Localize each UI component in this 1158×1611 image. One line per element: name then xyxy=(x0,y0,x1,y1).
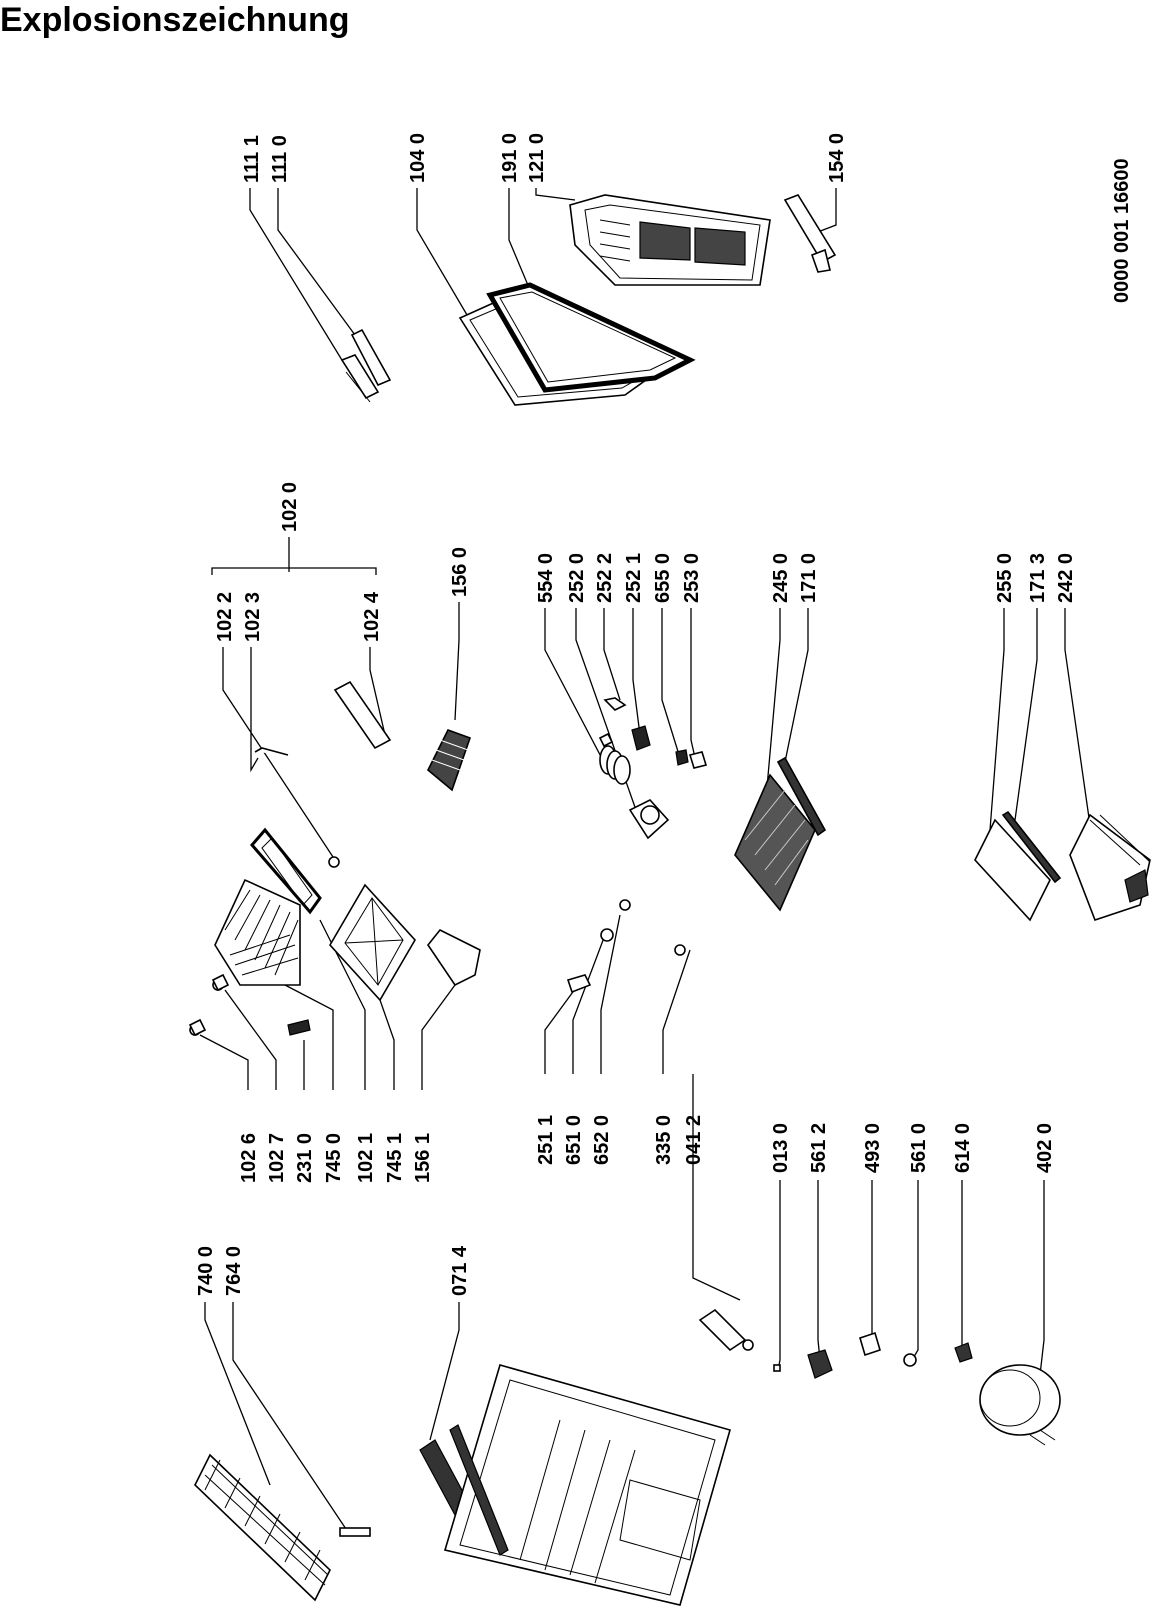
clip-154 xyxy=(783,194,837,273)
label-156-1: 156 1 xyxy=(412,1133,434,1183)
label-156-0: 156 0 xyxy=(449,547,471,597)
label-171-3: 171 3 xyxy=(1027,553,1049,603)
cabinet-body xyxy=(443,1364,731,1606)
label-554-0: 554 0 xyxy=(535,553,557,603)
compressor-402 xyxy=(979,1364,1061,1446)
page-title: Explosionszeichnung xyxy=(0,1,350,39)
knob-102-6 xyxy=(188,1018,207,1037)
label-242-0: 242 0 xyxy=(1055,553,1077,603)
part-253-0 xyxy=(688,751,708,769)
part-252-2 xyxy=(603,697,627,711)
evaporator-745 xyxy=(214,878,301,986)
label-102-2: 102 2 xyxy=(214,592,236,642)
label-071-4: 071 4 xyxy=(449,1245,471,1296)
part-013-0 xyxy=(773,1364,781,1372)
part-614-0 xyxy=(954,1342,973,1363)
label-255-0: 255 0 xyxy=(994,553,1016,603)
ice-tray-156 xyxy=(427,729,472,792)
document-number: 0000 001 16600 xyxy=(1111,158,1133,303)
label-013-0: 013 0 xyxy=(770,1123,792,1173)
label-655-0: 655 0 xyxy=(652,553,674,603)
label-493-0: 493 0 xyxy=(862,1123,884,1173)
label-740-0: 740 0 xyxy=(195,1246,217,1296)
label-102-6: 102 6 xyxy=(238,1133,260,1183)
label-402-0: 402 0 xyxy=(1034,1123,1056,1173)
label-651-0: 651 0 xyxy=(563,1115,585,1165)
label-102-3: 102 3 xyxy=(242,592,264,642)
frame-102-1 xyxy=(250,827,322,915)
part-labels: 111 1 111 0 104 0 191 0 121 0 154 0 0000… xyxy=(195,133,1133,1296)
part-231-0 xyxy=(287,1019,311,1036)
tray-121 xyxy=(569,194,771,286)
part-251-1 xyxy=(566,974,592,994)
part-102-3 xyxy=(254,747,289,756)
label-614-0: 614 0 xyxy=(952,1123,974,1173)
part-335-0 xyxy=(674,944,686,956)
gasket-191 xyxy=(486,282,696,393)
part-655-0 xyxy=(675,749,689,766)
crisper-242 xyxy=(1069,813,1151,922)
part-252-1 xyxy=(631,725,651,751)
handle-111 xyxy=(340,328,392,403)
condenser-740 xyxy=(194,1453,331,1602)
label-111-1: 111 1 xyxy=(241,135,263,183)
part-102-4 xyxy=(333,680,392,750)
knob-102-7 xyxy=(211,973,230,992)
label-561-2: 561 2 xyxy=(808,1123,830,1173)
label-253-0: 253 0 xyxy=(681,553,703,603)
label-252-0: 252 0 xyxy=(566,553,588,603)
label-252-1: 252 1 xyxy=(623,553,645,603)
drip-tray-745-1 xyxy=(329,883,416,1002)
label-252-2: 252 2 xyxy=(594,553,616,603)
label-102-4: 102 4 xyxy=(361,591,383,642)
label-102-1: 102 1 xyxy=(355,1133,377,1183)
label-191-0: 191 0 xyxy=(499,133,521,183)
label-245-0: 245 0 xyxy=(770,553,792,603)
part-drawings xyxy=(188,194,1151,1606)
label-121-0: 121 0 xyxy=(526,133,548,183)
label-764-0: 764 0 xyxy=(223,1246,245,1296)
part-102-2 xyxy=(328,856,340,868)
label-104-0: 104 0 xyxy=(407,133,429,183)
label-111-0: 111 0 xyxy=(269,135,291,183)
spring-554 xyxy=(598,732,631,785)
label-652-0: 652 0 xyxy=(591,1115,613,1165)
label-745-1: 745 1 xyxy=(384,1133,406,1183)
label-745-0: 745 0 xyxy=(323,1133,345,1183)
label-561-0: 561 0 xyxy=(908,1123,930,1173)
strip-171 xyxy=(776,756,827,837)
label-171-0: 171 0 xyxy=(798,553,820,603)
hinge-041-2 xyxy=(698,1308,754,1352)
part-493-0 xyxy=(859,1331,881,1357)
relay-561-2 xyxy=(807,1349,833,1379)
part-561-0 xyxy=(903,1353,917,1367)
label-154-0: 154 0 xyxy=(826,133,848,183)
label-102-0: 102 0 xyxy=(279,482,301,532)
plate-255 xyxy=(974,818,1051,922)
label-251-1: 251 1 xyxy=(535,1115,557,1165)
label-231-0: 231 0 xyxy=(294,1133,316,1183)
part-652-0 xyxy=(619,899,631,911)
box-156-1 xyxy=(427,928,481,987)
dryer-764 xyxy=(339,1527,371,1537)
label-041-2: 041 2 xyxy=(683,1115,705,1165)
part-651-0 xyxy=(600,928,614,942)
strip-171-3 xyxy=(1001,810,1062,884)
thermostat-252 xyxy=(628,799,670,840)
label-335-0: 335 0 xyxy=(653,1115,675,1165)
label-102-7: 102 7 xyxy=(266,1133,288,1183)
